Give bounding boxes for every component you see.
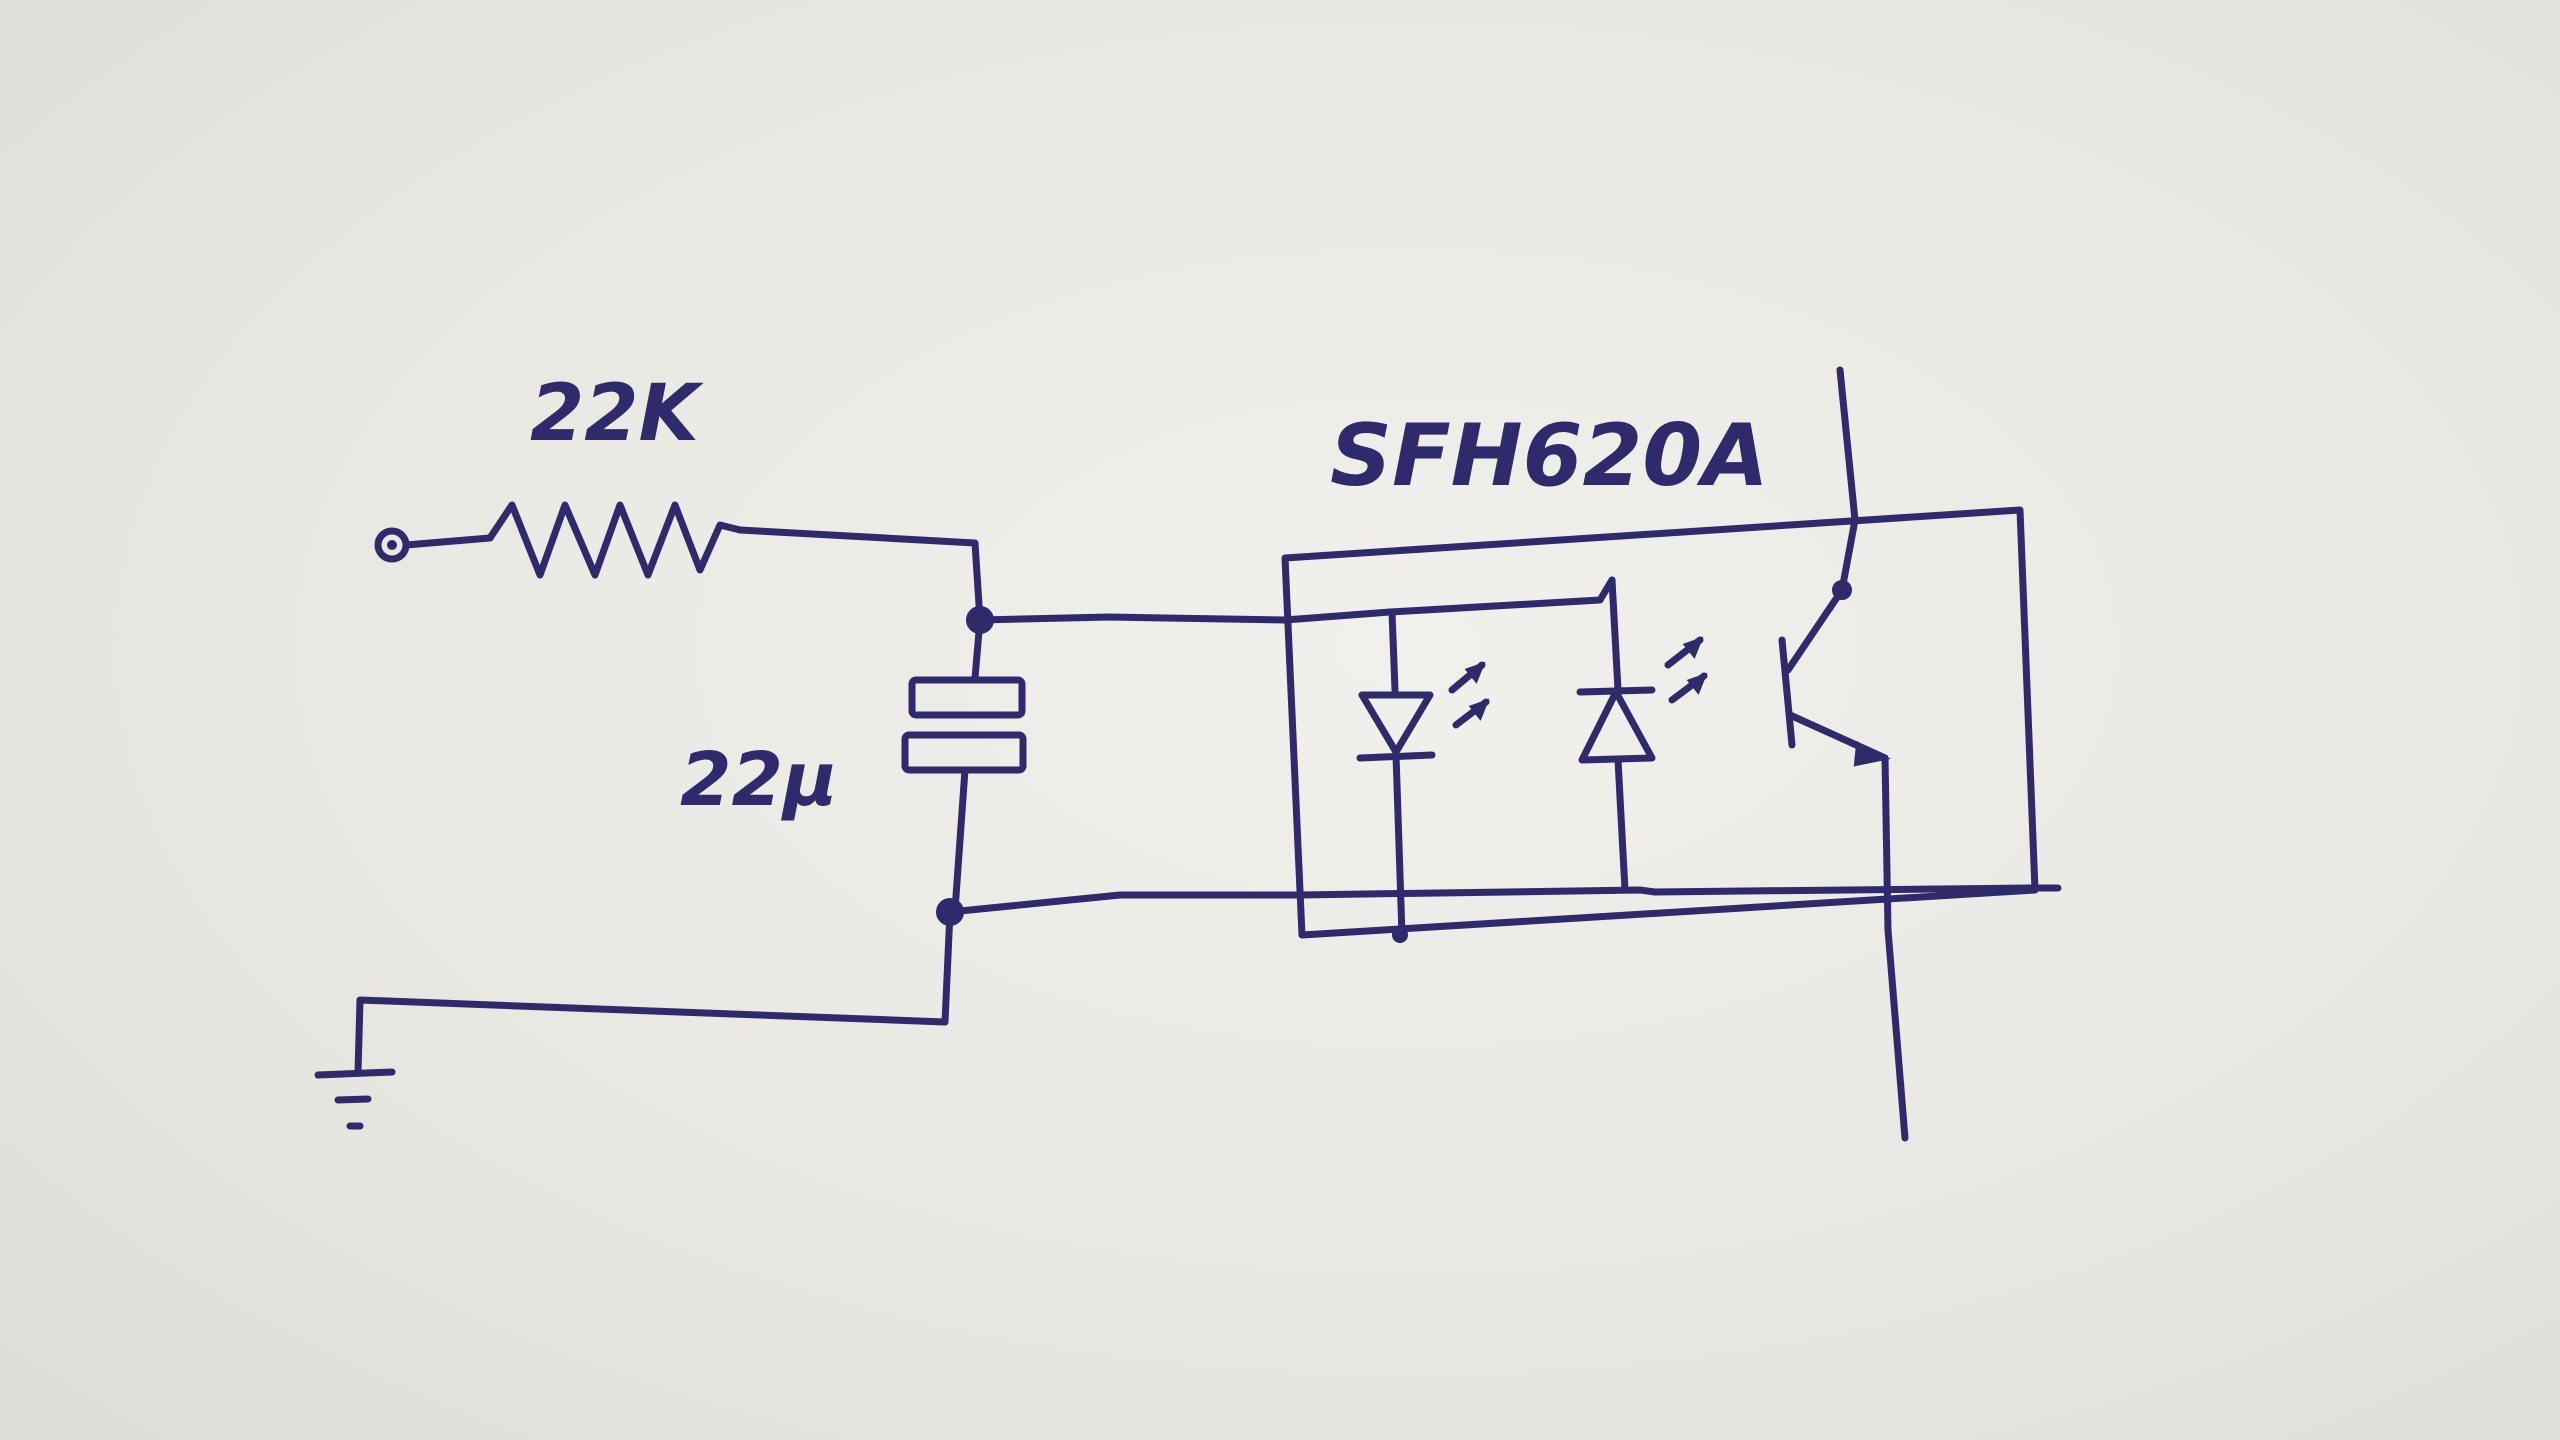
capacitor-label: 22μ [680,737,837,823]
emitter-lead [1881,754,1909,1142]
internal-bottom-rail [1296,884,2062,899]
light-emission-arrows-icon [1448,661,1490,729]
light-emission-arrows-icon [1664,636,1708,704]
internal-top-rail [1281,576,1616,624]
resistor-symbol [486,501,744,579]
wire-to-ic-bottom [946,891,1304,916]
wire-to-ic-top [976,613,1289,624]
input-terminal [374,527,494,563]
led-symbol [1576,576,1656,894]
ground-symbol [314,1068,396,1130]
ic-label: SFH620A [1330,406,1769,506]
wire-top-left [736,526,984,624]
resistor-label: 22K [530,369,705,459]
wire-ground [354,908,954,1076]
phototransistor-symbol [1778,586,1891,767]
collector-lead [1832,366,1859,600]
capacitor-symbol [901,616,1027,914]
led-symbol [1356,608,1436,943]
